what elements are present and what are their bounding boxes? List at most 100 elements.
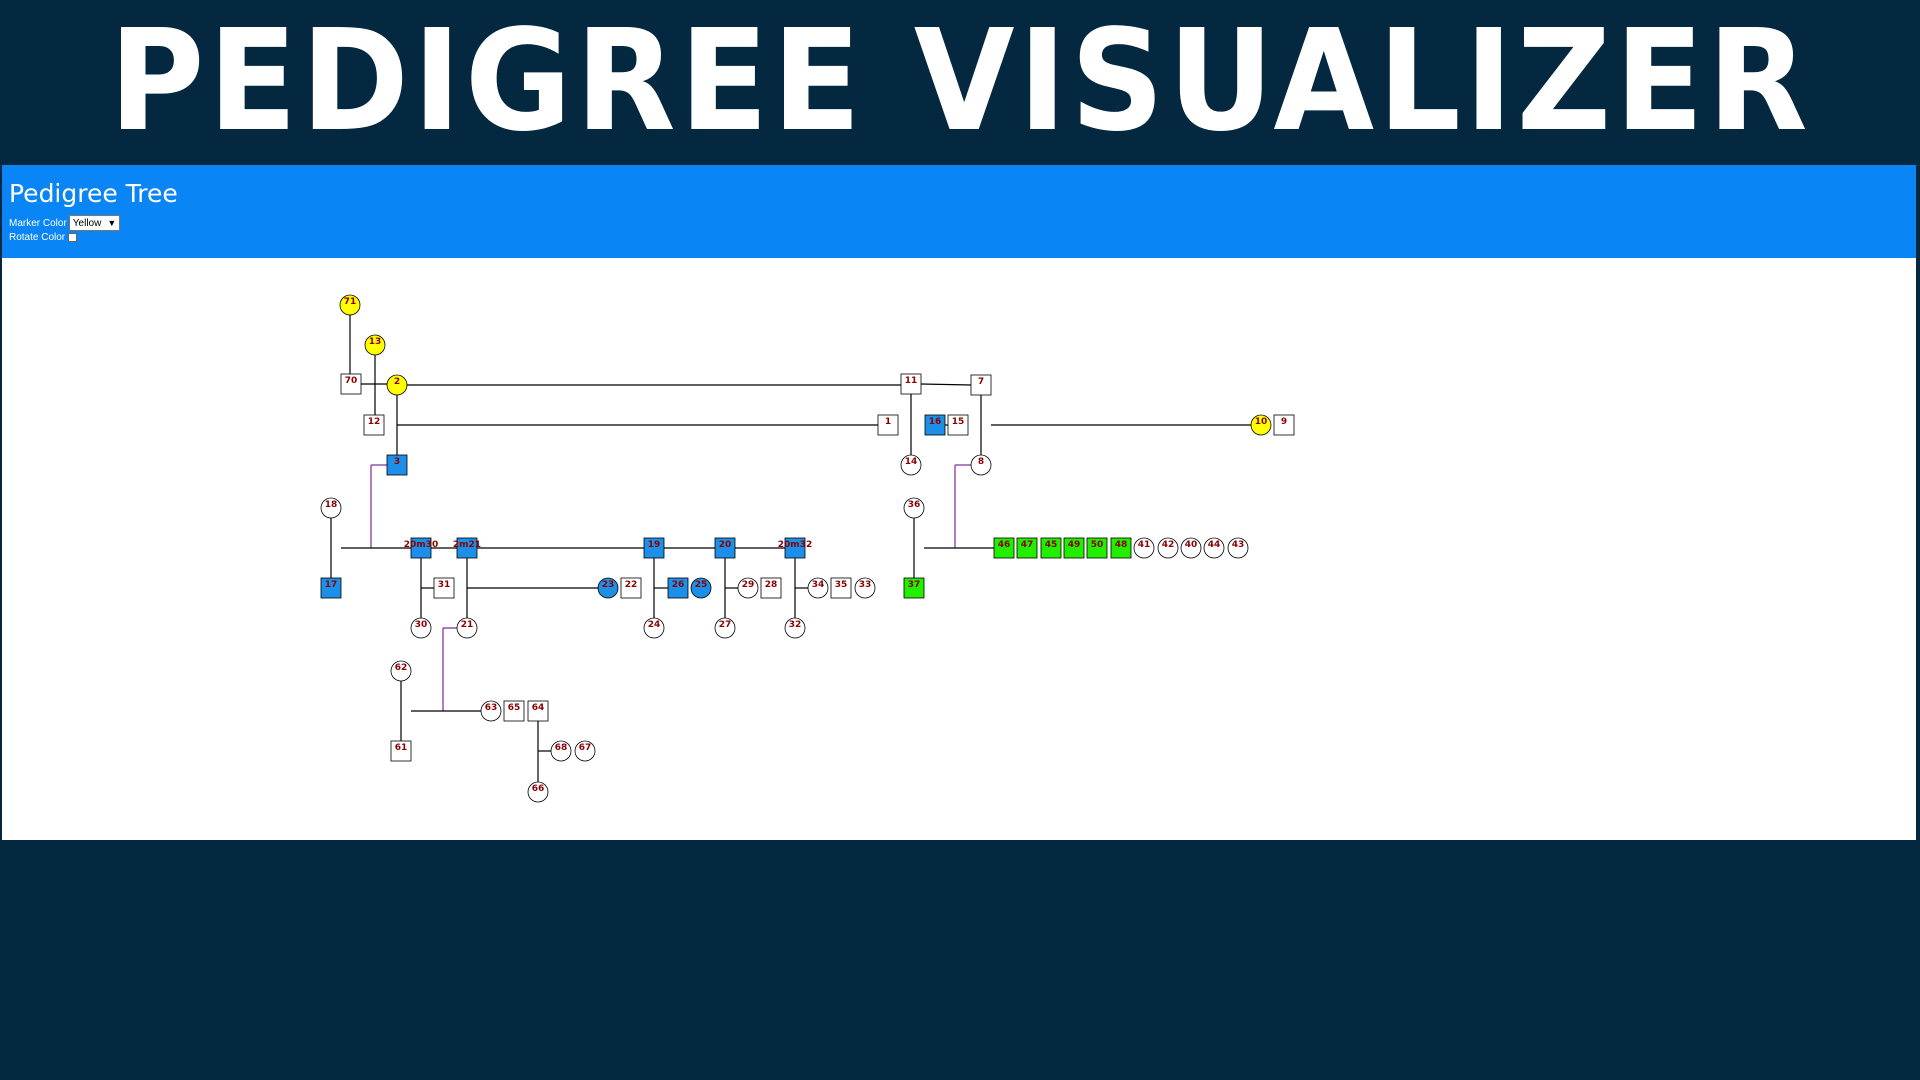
node-shape: [1086, 537, 1108, 559]
node-label: 48: [1115, 540, 1128, 550]
female-node[interactable]: 10: [1250, 414, 1272, 436]
node-label: 32: [789, 620, 802, 630]
node-shape: [900, 373, 922, 395]
node-label: 40: [1185, 540, 1198, 550]
male-node[interactable]: 9: [1273, 414, 1295, 436]
male-node[interactable]: 19: [643, 537, 665, 559]
male-node[interactable]: 17: [320, 577, 342, 599]
node-shape: [830, 577, 852, 599]
male-node[interactable]: 50: [1086, 537, 1108, 559]
male-node[interactable]: 37: [903, 577, 925, 599]
female-node[interactable]: 62: [390, 660, 412, 682]
node-shape: [390, 660, 412, 682]
node-shape: [340, 373, 362, 395]
female-node[interactable]: 36: [903, 497, 925, 519]
female-node[interactable]: 27: [714, 617, 736, 639]
node-shape: [574, 740, 596, 762]
node-label: 62: [395, 663, 408, 673]
male-node[interactable]: 70: [340, 373, 362, 395]
node-shape: [924, 414, 946, 436]
female-node[interactable]: 29: [737, 577, 759, 599]
male-node[interactable]: 20: [714, 537, 736, 559]
node-shape: [970, 374, 992, 396]
node-shape: [456, 617, 478, 639]
node-label: 20m32: [778, 540, 812, 550]
node-label: 12: [368, 417, 381, 427]
male-node[interactable]: 15: [947, 414, 969, 436]
node-label: 46: [998, 540, 1011, 550]
marker-color-row: Marker Color Yellow ▼: [9, 215, 121, 231]
male-node[interactable]: 11: [900, 373, 922, 395]
node-label: 42: [1162, 540, 1175, 550]
marker-color-select[interactable]: Yellow ▼: [68, 215, 121, 231]
node-shape: [903, 497, 925, 519]
female-node[interactable]: 40: [1180, 537, 1202, 559]
node-shape: [760, 577, 782, 599]
female-node[interactable]: 25: [690, 577, 712, 599]
female-node[interactable]: 42: [1157, 537, 1179, 559]
node-shape: [1040, 537, 1062, 559]
male-node[interactable]: 12: [363, 414, 385, 436]
node-shape: [1180, 537, 1202, 559]
node-shape: [784, 617, 806, 639]
female-node[interactable]: 30: [410, 617, 432, 639]
node-shape: [320, 577, 342, 599]
female-node[interactable]: 8: [970, 454, 992, 476]
node-label: 1: [885, 417, 891, 427]
node-label: 37: [908, 580, 921, 590]
node-shape: [1250, 414, 1272, 436]
node-shape: [900, 454, 922, 476]
female-node[interactable]: 68: [550, 740, 572, 762]
female-node[interactable]: 67: [574, 740, 596, 762]
female-node[interactable]: 23: [597, 577, 619, 599]
male-node[interactable]: 46: [993, 537, 1015, 559]
male-node[interactable]: 64: [527, 700, 549, 722]
female-node[interactable]: 34: [807, 577, 829, 599]
node-label: 7: [978, 377, 984, 387]
female-node[interactable]: 71: [339, 294, 361, 316]
male-node[interactable]: 3: [386, 454, 408, 476]
female-node[interactable]: 43: [1227, 537, 1249, 559]
female-node[interactable]: 2: [386, 374, 408, 396]
male-node[interactable]: 16: [924, 414, 946, 436]
node-label: 63: [485, 703, 498, 713]
male-node[interactable]: 20m32: [778, 537, 812, 559]
node-label: 23: [602, 580, 615, 590]
female-node[interactable]: 18: [320, 497, 342, 519]
female-node[interactable]: 41: [1133, 537, 1155, 559]
female-node[interactable]: 21: [456, 617, 478, 639]
female-node[interactable]: 63: [480, 700, 502, 722]
female-node[interactable]: 14: [900, 454, 922, 476]
node-label: 71: [344, 297, 357, 307]
female-node[interactable]: 44: [1203, 537, 1225, 559]
male-node[interactable]: 31: [433, 577, 455, 599]
male-node[interactable]: 45: [1040, 537, 1062, 559]
male-node[interactable]: 1: [877, 414, 899, 436]
female-node[interactable]: 33: [854, 577, 876, 599]
male-node[interactable]: 2m21: [453, 537, 481, 559]
female-node[interactable]: 66: [527, 781, 549, 803]
male-node[interactable]: 7: [970, 374, 992, 396]
female-node[interactable]: 13: [364, 334, 386, 356]
node-label: 15: [952, 417, 965, 427]
female-node[interactable]: 24: [643, 617, 665, 639]
node-shape: [1157, 537, 1179, 559]
node-shape: [714, 617, 736, 639]
male-node[interactable]: 65: [503, 700, 525, 722]
male-node[interactable]: 61: [390, 740, 412, 762]
male-node[interactable]: 28: [760, 577, 782, 599]
male-node[interactable]: 49: [1063, 537, 1085, 559]
male-node[interactable]: 22: [620, 577, 642, 599]
male-node[interactable]: 35: [830, 577, 852, 599]
rotate-color-checkbox[interactable]: [68, 233, 78, 242]
node-label: 2: [394, 377, 400, 387]
node-shape: [527, 781, 549, 803]
rotate-color-row: Rotate Color: [9, 232, 78, 243]
male-node[interactable]: 48: [1110, 537, 1132, 559]
male-node[interactable]: 47: [1016, 537, 1038, 559]
female-node[interactable]: 32: [784, 617, 806, 639]
male-node[interactable]: 26: [667, 577, 689, 599]
node-shape: [480, 700, 502, 722]
male-node[interactable]: 20m30: [404, 537, 438, 559]
